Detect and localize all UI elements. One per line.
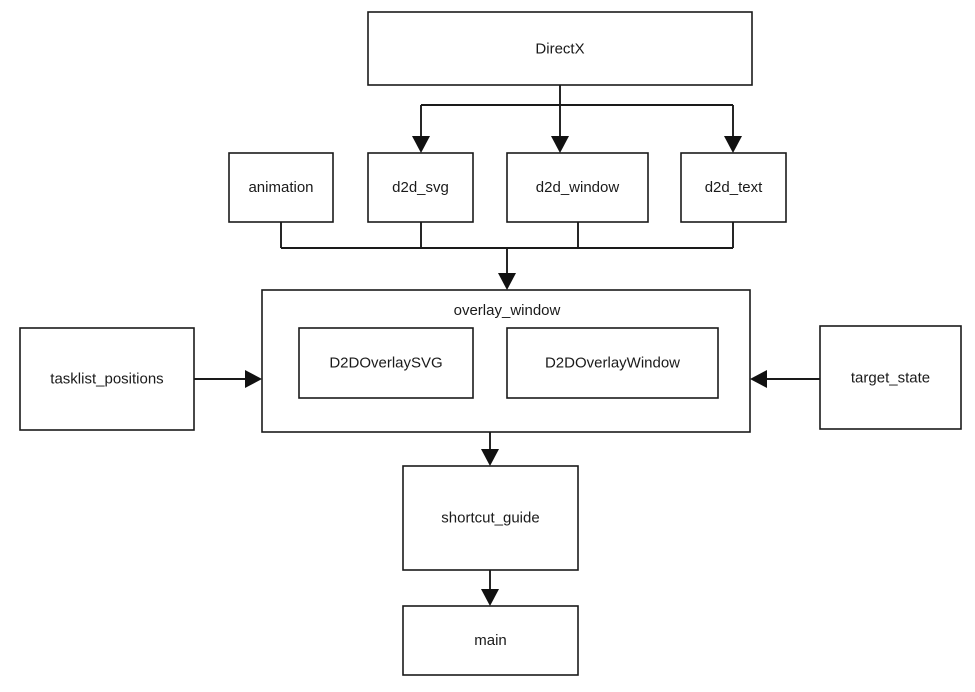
- node-shortcut_guide-box[interactable]: [402, 465, 579, 571]
- node-tasklist_positions-label: tasklist_positions: [50, 370, 163, 387]
- node-d2doverlaysvg-box[interactable]: [298, 327, 474, 399]
- node-main-label: main: [474, 632, 507, 649]
- node-target_state[interactable]: target_state: [819, 325, 962, 430]
- arrowhead-overlay_window-right: [750, 370, 767, 388]
- node-tasklist_positions-box[interactable]: [19, 327, 195, 431]
- arrowhead-overlay_window-top: [498, 273, 516, 290]
- node-directx-box[interactable]: [367, 11, 753, 86]
- node-d2d_text[interactable]: d2d_text: [680, 152, 787, 223]
- node-d2d_window-label: d2d_window: [536, 179, 620, 196]
- node-d2d_svg[interactable]: d2d_svg: [367, 152, 474, 223]
- node-d2doverlaysvg-label: D2DOverlaySVG: [329, 354, 442, 371]
- node-overlay_window-label: overlay_window: [454, 302, 561, 319]
- arrowhead-overlay_window-left: [245, 370, 262, 388]
- node-d2doverlaywindow-label: D2DOverlayWindow: [545, 354, 680, 371]
- node-shortcut_guide-label: shortcut_guide: [441, 509, 539, 526]
- node-d2d_window-box[interactable]: [506, 152, 649, 223]
- node-animation-label: animation: [248, 179, 313, 196]
- node-shortcut_guide[interactable]: shortcut_guide: [402, 465, 579, 571]
- node-target_state-box[interactable]: [819, 325, 962, 430]
- node-animation[interactable]: animation: [228, 152, 334, 223]
- node-directx[interactable]: DirectX: [367, 11, 753, 86]
- edge-modules-merge: [280, 222, 734, 290]
- arrowhead-shortcut_guide: [481, 449, 499, 466]
- node-d2d_svg-box[interactable]: [367, 152, 474, 223]
- node-d2doverlaywindow[interactable]: D2DOverlayWindow: [506, 327, 719, 399]
- edge-overlay-to-shortcut: [481, 432, 499, 466]
- node-main[interactable]: main: [402, 605, 579, 676]
- edge-target_state-to-overlay: [750, 370, 820, 388]
- node-main-box[interactable]: [402, 605, 579, 676]
- node-d2d_window[interactable]: d2d_window: [506, 152, 649, 223]
- node-target_state-label: target_state: [851, 369, 930, 386]
- node-d2d_svg-label: d2d_svg: [392, 179, 449, 196]
- node-directx-label: DirectX: [535, 40, 584, 57]
- arrowhead-main: [481, 589, 499, 606]
- node-d2doverlaysvg[interactable]: D2DOverlaySVG: [298, 327, 474, 399]
- edge-layer: [194, 85, 820, 606]
- arrowhead-d2d_text: [724, 136, 742, 153]
- edge-tasklist-to-overlay: [194, 370, 262, 388]
- arrowhead-d2d_window: [551, 136, 569, 153]
- edge-shortcut-to-main: [481, 570, 499, 606]
- edge-directx-fanout: [412, 85, 742, 153]
- node-d2d_text-label: d2d_text: [705, 179, 763, 196]
- arrowhead-d2d_svg: [412, 136, 430, 153]
- node-d2d_text-box[interactable]: [680, 152, 787, 223]
- node-d2doverlaywindow-box[interactable]: [506, 327, 719, 399]
- node-animation-box[interactable]: [228, 152, 334, 223]
- node-tasklist_positions[interactable]: tasklist_positions: [19, 327, 195, 431]
